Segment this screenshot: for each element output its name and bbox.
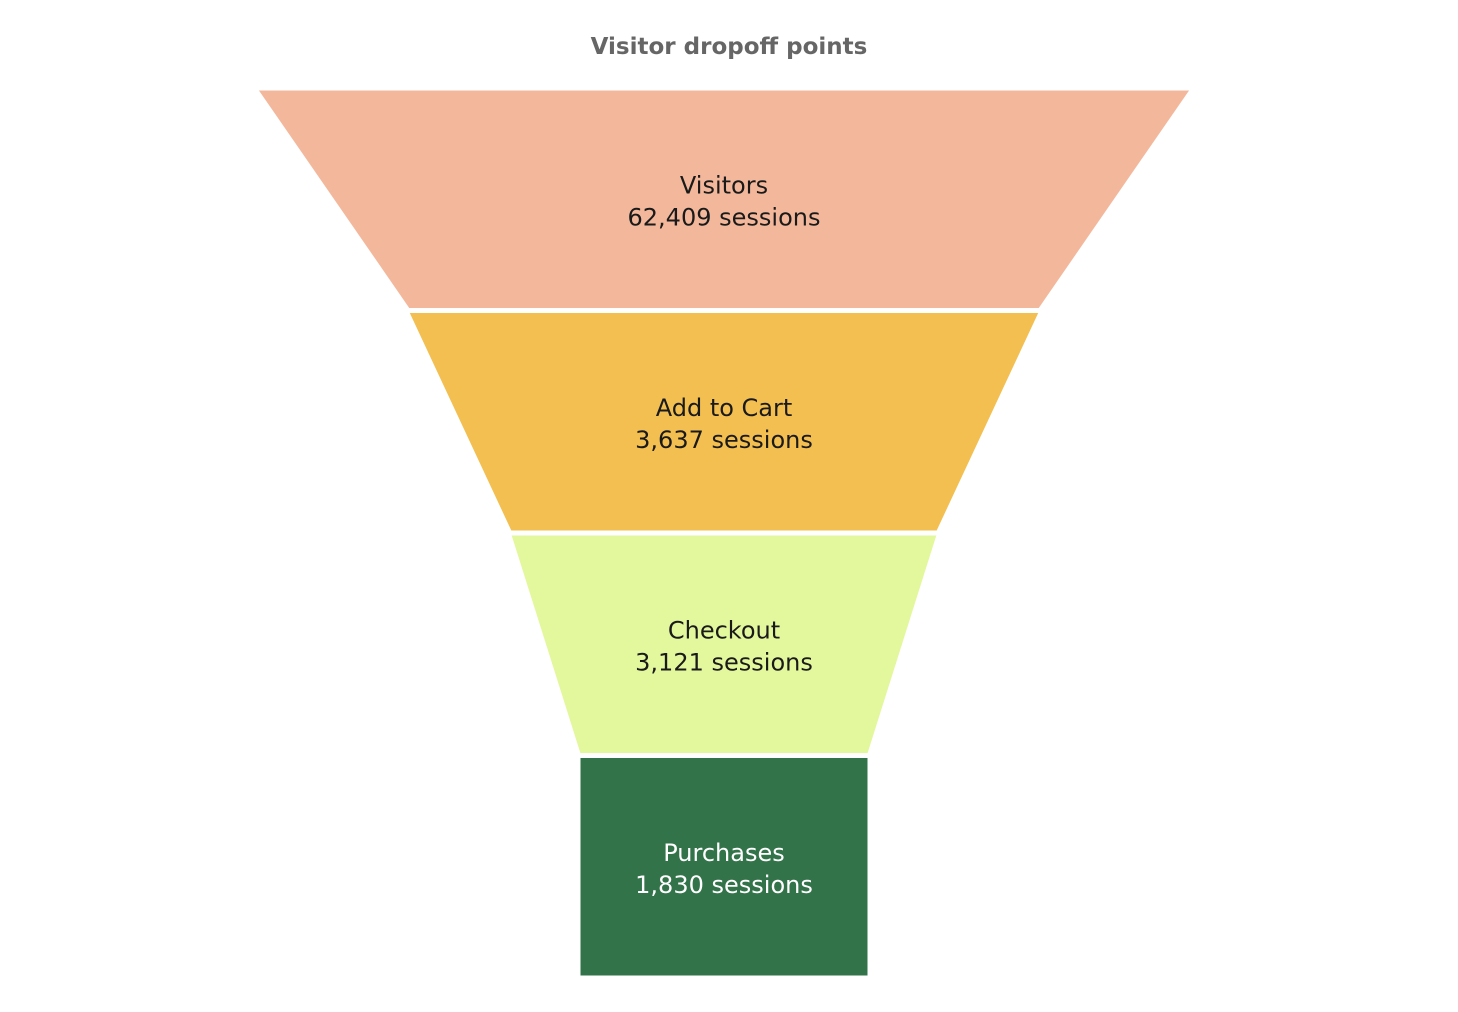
funnel-stage-purchases[interactable] (579, 757, 869, 977)
funnel-stage-value: 1,830 sessions (635, 871, 813, 899)
funnel-stage-visitors[interactable] (257, 89, 1191, 309)
funnel-stage-value: 3,121 sessions (635, 648, 813, 676)
funnel-stage-label: Purchases (663, 839, 785, 867)
funnel-stage-checkout[interactable] (510, 534, 938, 754)
funnel-stage-value: 62,409 sessions (628, 203, 821, 231)
funnel-stage-label: Visitors (680, 171, 768, 199)
funnel-stage-label: Add to Cart (656, 394, 793, 422)
funnel-stage-value: 3,637 sessions (635, 426, 813, 454)
funnel-stage-label: Checkout (668, 616, 780, 644)
funnel-stage-add-to-cart[interactable] (408, 312, 1040, 532)
chart-title: Visitor dropoff points (590, 34, 868, 60)
